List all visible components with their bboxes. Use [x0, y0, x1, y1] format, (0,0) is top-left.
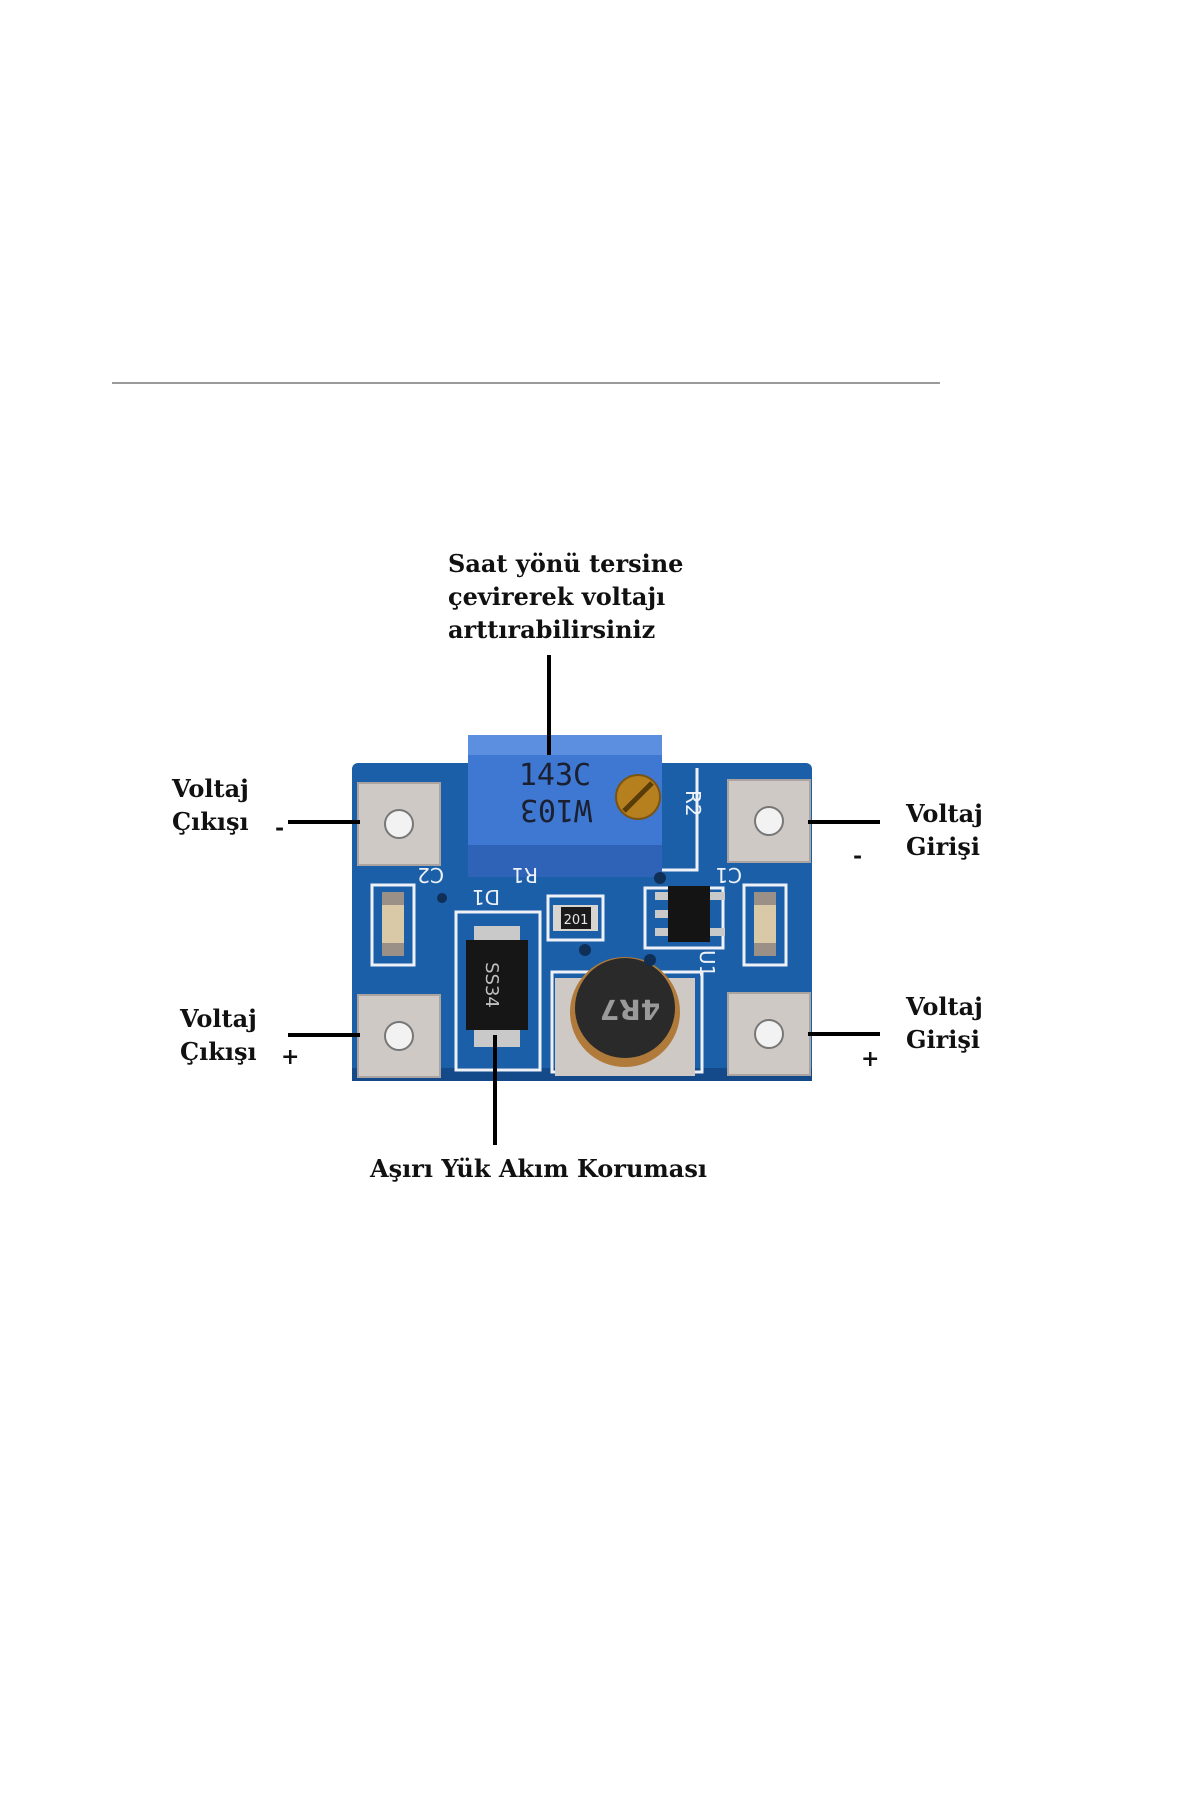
inductor-4r7: 4R7 [555, 957, 695, 1076]
label-output-plus: Voltaj Çıkışı [180, 1002, 257, 1068]
sign-input-minus: - [853, 843, 863, 869]
label-input-plus-line-2: Girişi [906, 1025, 981, 1054]
chip-u1 [655, 886, 725, 942]
leader-lines [288, 655, 880, 1145]
label-d1: D1 [472, 885, 500, 909]
label-r1: R1 [511, 863, 538, 887]
label-trimmer-line-1: Saat yönü tersine [448, 549, 684, 578]
diode-marking: SS34 [481, 962, 502, 1008]
label-input-minus-line-2: Girişi [906, 832, 981, 861]
pot-marking-bottom: W103 [520, 792, 592, 827]
resistor-marking: 201 [564, 913, 589, 928]
pot-marking-top: 143C [519, 758, 591, 793]
label-trimmer-line-3: arttırabilirsiniz [448, 615, 656, 644]
label-input-minus: Voltaj Girişi [906, 797, 983, 863]
pad-input-minus [727, 779, 811, 863]
label-c2: C2 [417, 863, 444, 887]
resistor-r1: 201 [553, 905, 598, 931]
label-input-plus: Voltaj Girişi [906, 990, 983, 1056]
label-trimmer-line-2: çevirerek voltajı [448, 582, 666, 611]
label-u1: U1 [695, 950, 719, 977]
label-output-plus-line-2: Çıkışı [180, 1037, 257, 1066]
label-trimmer: Saat yönü tersine çevirerek voltajı artt… [448, 547, 748, 646]
capacitor-c2 [382, 892, 404, 956]
label-output-plus-line-1: Voltaj [180, 1004, 257, 1033]
sign-input-plus: + [861, 1046, 880, 1072]
trimmer-potentiometer: 143C W103 [468, 735, 662, 877]
capacitor-c1 [754, 892, 776, 956]
pad-output-plus [357, 994, 441, 1078]
label-protection: Aşırı Yük Akım Koruması [370, 1154, 707, 1183]
label-output-minus: Voltaj Çıkışı [172, 772, 249, 838]
label-output-minus-line-2: Çıkışı [172, 807, 249, 836]
label-r2: R2 [681, 790, 705, 817]
label-output-minus-line-1: Voltaj [172, 774, 249, 803]
label-input-plus-line-1: Voltaj [906, 992, 983, 1021]
label-c1: C1 [715, 863, 742, 887]
sign-output-plus: + [281, 1044, 300, 1070]
diode-d1: SS34 [466, 926, 528, 1047]
pad-output-minus [357, 782, 441, 866]
vias [437, 872, 666, 966]
pad-input-plus [727, 992, 811, 1076]
inductor-marking: 4R7 [600, 993, 661, 1026]
label-input-minus-line-1: Voltaj [906, 799, 983, 828]
sign-output-minus: - [275, 815, 285, 841]
divider-line [112, 382, 940, 384]
